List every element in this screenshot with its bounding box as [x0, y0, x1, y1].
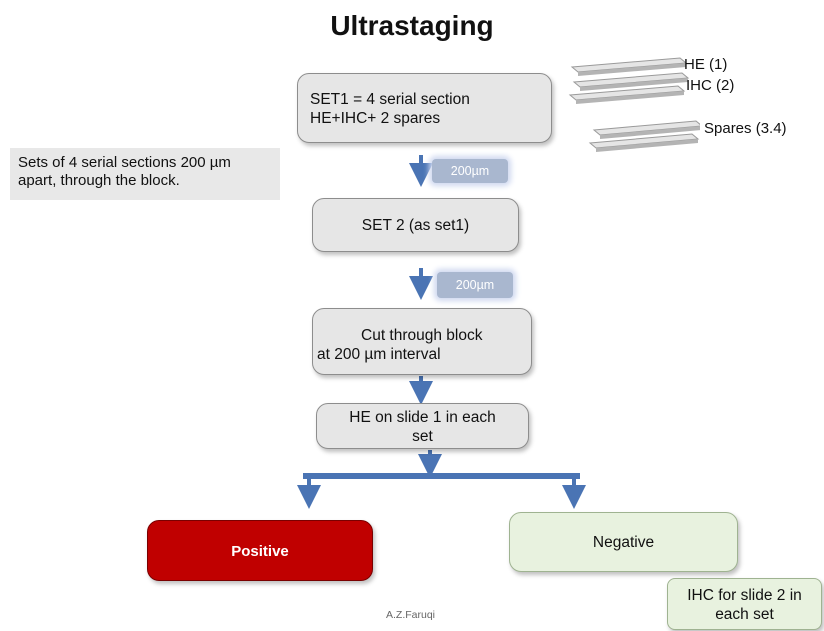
page-title: Ultrastaging — [330, 10, 494, 41]
sets-description-line2: apart, through the block. — [18, 172, 180, 189]
slide-label-he: HE (1) — [684, 56, 728, 73]
cut-through-block-box: Cut through block at 200 µm interval — [312, 308, 532, 375]
positive-box: Positive — [147, 520, 373, 581]
he-line2: set — [412, 428, 433, 445]
interval-badge-1: 200µm — [432, 159, 508, 183]
set1-line2: HE+IHC+ 2 spares — [310, 110, 441, 127]
he-line1: HE on slide 1 in each — [349, 409, 496, 426]
slide-stack-he-ihc-icon — [568, 57, 690, 104]
author-footer: A.Z.Faruqi — [386, 609, 436, 621]
ihc-slide-note: IHC for slide 2 in each set — [667, 578, 822, 630]
set2-box: SET 2 (as set1) — [312, 198, 519, 252]
cut-line2: at 200 µm interval — [317, 346, 441, 363]
slide-label-ihc: IHC (2) — [686, 77, 735, 94]
slide-label-spares: Spares (3.4) — [704, 120, 787, 137]
ihc-line1: IHC for slide 2 in — [687, 587, 802, 604]
set1-line1: SET1 = 4 serial section — [310, 91, 470, 108]
interval-badge-2: 200µm — [437, 272, 513, 298]
sets-description-note: Sets of 4 serial sections 200 µm apart, … — [10, 148, 280, 200]
ihc-line2: each set — [715, 606, 774, 623]
set1-box: SET1 = 4 serial section HE+IHC+ 2 spares — [297, 73, 552, 143]
negative-box: Negative — [509, 512, 738, 572]
sets-description-line1: Sets of 4 serial sections 200 µm — [18, 154, 231, 171]
slide-stack-spares-icon — [588, 120, 700, 152]
cut-line1: Cut through block — [361, 327, 483, 344]
he-slide-box: HE on slide 1 in each set — [316, 403, 529, 449]
slides-illustration — [568, 57, 700, 152]
